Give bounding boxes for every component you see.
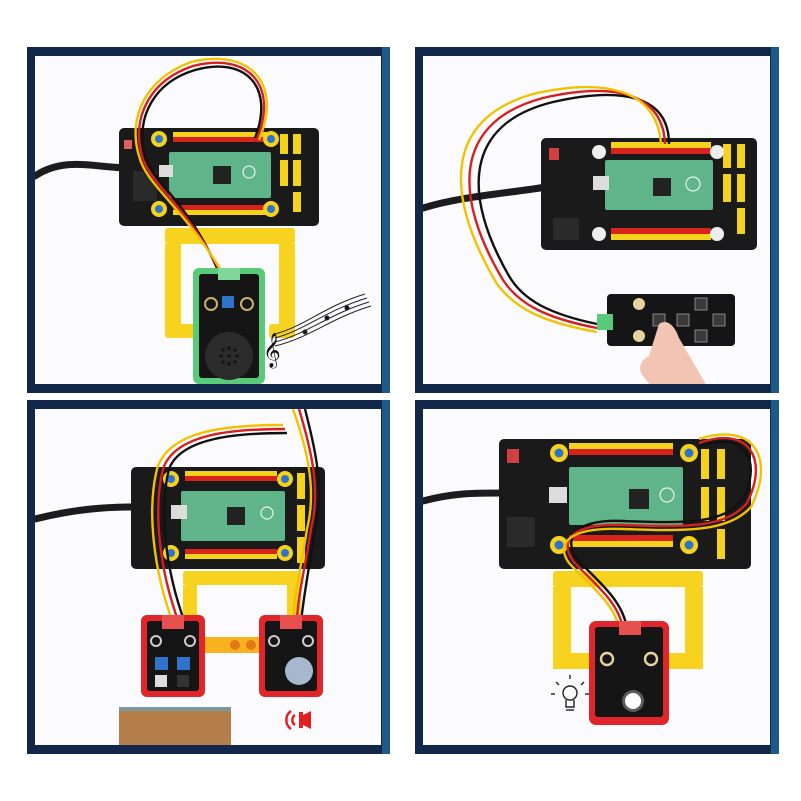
music-notes-icon: 𝄞 [263, 293, 372, 369]
photo-speaker-module: 𝄞 [35, 56, 381, 384]
frame-accent [382, 400, 390, 754]
panel-speaker-module: 𝄞 [27, 47, 390, 393]
buzzer-module [259, 615, 323, 697]
photo-led-module [423, 409, 770, 745]
panel-sensor-buzzer [27, 400, 390, 754]
led-module [589, 621, 669, 725]
svg-text:𝄞: 𝄞 [263, 333, 281, 369]
speaker-scene: 𝄞 [35, 57, 372, 384]
panel-led-module [415, 400, 779, 754]
lightbulb-icon [551, 675, 589, 711]
keypad-scene [423, 85, 757, 384]
expansion-board [131, 467, 325, 569]
speaker-sound-icon [285, 709, 311, 731]
finger [640, 321, 706, 384]
wooden-block [119, 707, 231, 745]
photo-keypad-module [423, 56, 770, 384]
ir-obstacle-sensor-module [141, 615, 205, 697]
sensor-buzzer-scene [35, 409, 325, 745]
expansion-board [499, 439, 751, 569]
frame-accent [771, 400, 779, 754]
frame-accent [771, 47, 779, 393]
frame-accent [382, 47, 390, 393]
panel-keypad-module [415, 47, 779, 393]
photo-sensor-buzzer [35, 409, 381, 745]
speaker-module [193, 268, 265, 384]
expansion-board [541, 138, 757, 250]
led-scene [423, 433, 763, 725]
